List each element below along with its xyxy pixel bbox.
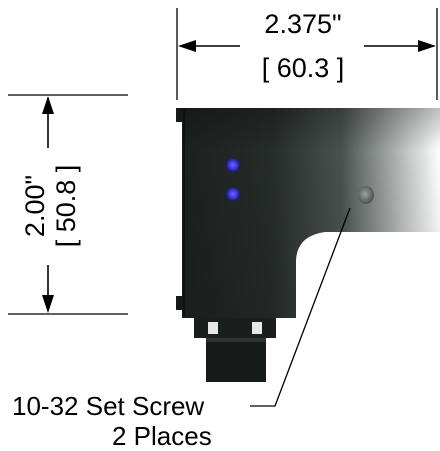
width-arrow-left	[178, 40, 196, 52]
width-inch-label: 2.375"	[264, 9, 341, 39]
connector-body	[206, 338, 266, 382]
height-mm-label: [ 50.8 ]	[51, 165, 81, 248]
set-screw-hole	[358, 186, 374, 204]
height-inch-label: 2.00"	[20, 175, 50, 237]
width-arrow-right	[418, 40, 436, 52]
width-dimension	[176, 8, 438, 100]
height-arrow-top	[42, 96, 54, 114]
connector-nut-notch-right	[252, 322, 262, 334]
connector-nut	[194, 318, 276, 338]
led-indicator-top	[226, 158, 240, 172]
led-indicator-bottom	[226, 187, 240, 201]
callout-line-2: 2 Places	[112, 421, 212, 451]
callout-line-1: 10-32 Set Screw	[12, 391, 204, 421]
bottom-flange	[176, 296, 184, 310]
cable-connector	[194, 318, 276, 382]
height-dimension	[8, 94, 128, 315]
connector-nut-notch-left	[208, 322, 218, 334]
height-arrow-bottom	[42, 295, 54, 313]
sensor-housing	[176, 108, 440, 318]
callout-leader	[250, 207, 351, 407]
connector-ridge	[206, 338, 266, 342]
top-flange	[176, 108, 184, 122]
width-mm-label: [ 60.3 ]	[262, 53, 345, 83]
housing-shade	[182, 108, 440, 318]
